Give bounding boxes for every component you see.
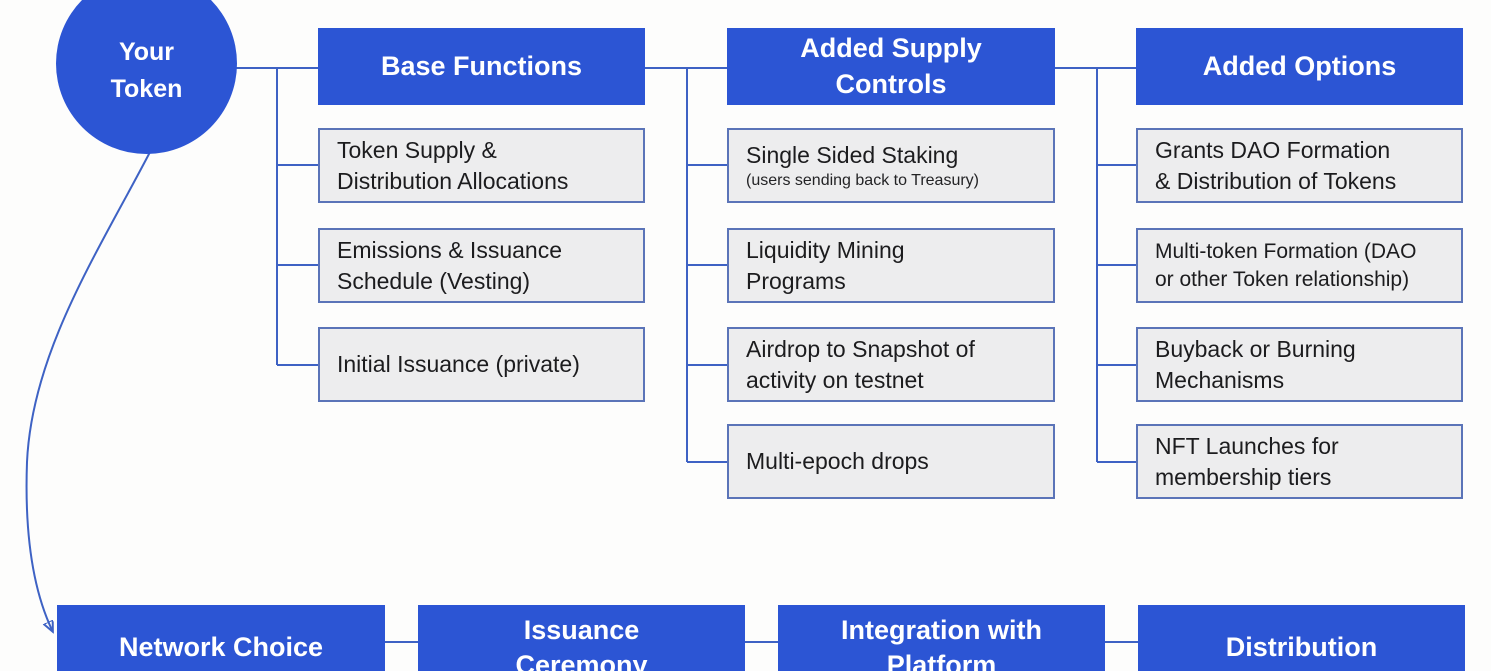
root-node-your-token: Your Token [56, 0, 237, 154]
stage-distribution: Distribution [1138, 605, 1465, 671]
item-nft-launches: NFT Launches for membership tiers [1136, 424, 1463, 499]
item-buyback-burning: Buyback or Burning Mechanisms [1136, 327, 1463, 402]
item-emissions-issuance-schedule: Emissions & Issuance Schedule (Vesting) [318, 228, 645, 303]
item-grants-dao-formation: Grants DAO Formation & Distribution of T… [1136, 128, 1463, 203]
item-multi-token-formation: Multi-token Formation (DAO or other Toke… [1136, 228, 1463, 303]
stage-issuance-ceremony: Issuance Ceremony [418, 605, 745, 671]
stage-integration-with-platform: Integration with Platform [778, 605, 1105, 671]
item-liquidity-mining-programs: Liquidity Mining Programs [727, 228, 1055, 303]
header-base-functions: Base Functions [318, 28, 645, 105]
stage-network-choice: Network Choice [57, 605, 385, 671]
item-single-sided-staking-note: (users sending back to Treasury) [746, 171, 979, 189]
flow-arrow [25, 151, 151, 630]
header-added-options: Added Options [1136, 28, 1463, 105]
header-added-supply-controls: Added Supply Controls [727, 28, 1055, 105]
item-single-sided-staking: Single Sided Staking (users sending back… [727, 128, 1055, 203]
item-single-sided-staking-title: Single Sided Staking [746, 142, 959, 169]
item-airdrop-snapshot-testnet: Airdrop to Snapshot of activity on testn… [727, 327, 1055, 402]
item-multi-epoch-drops: Multi-epoch drops [727, 424, 1055, 499]
item-initial-issuance: Initial Issuance (private) [318, 327, 645, 402]
item-token-supply-distribution: Token Supply & Distribution Allocations [318, 128, 645, 203]
